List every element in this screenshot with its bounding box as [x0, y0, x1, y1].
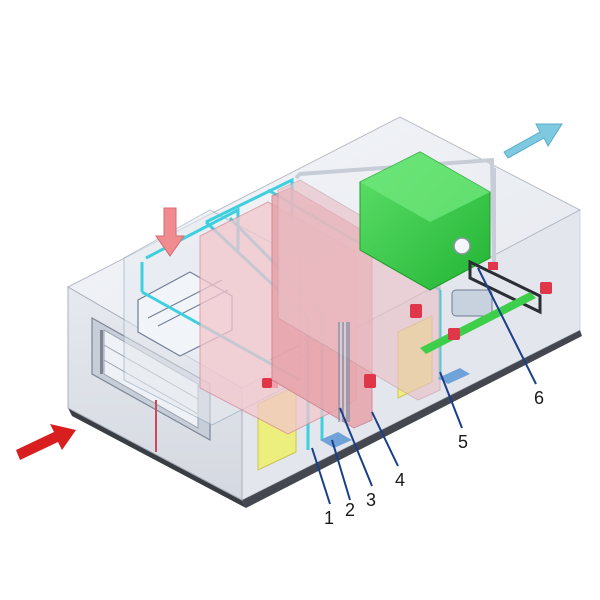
leader-lines — [311, 267, 537, 505]
inlet-air-arrow — [16, 424, 76, 460]
drain-pan-2 — [438, 368, 470, 384]
callout-3: 3 — [366, 490, 376, 510]
callout-2: 2 — [345, 500, 355, 520]
leader-line-4 — [371, 411, 399, 467]
coil-fins — [338, 322, 350, 422]
leader-line-6 — [477, 267, 537, 385]
callout-6: 6 — [534, 388, 544, 408]
leader-line-3 — [339, 407, 373, 487]
callout-4: 4 — [395, 470, 405, 490]
return-air-arrow — [155, 207, 185, 257]
coil-panel-3 — [277, 179, 441, 401]
base-frame-long — [242, 330, 582, 508]
leader-line-2 — [331, 439, 351, 501]
leader-line-5 — [439, 371, 463, 429]
leader-line-1 — [311, 447, 331, 505]
fan-motor — [451, 289, 493, 317]
red-handles — [262, 282, 552, 388]
fan-section — [294, 151, 542, 354]
drain-pan — [320, 432, 352, 448]
outlet-air-arrow — [503, 123, 563, 159]
base-frame — [68, 408, 246, 508]
callout-5: 5 — [458, 432, 468, 452]
callout-1: 1 — [324, 508, 334, 528]
